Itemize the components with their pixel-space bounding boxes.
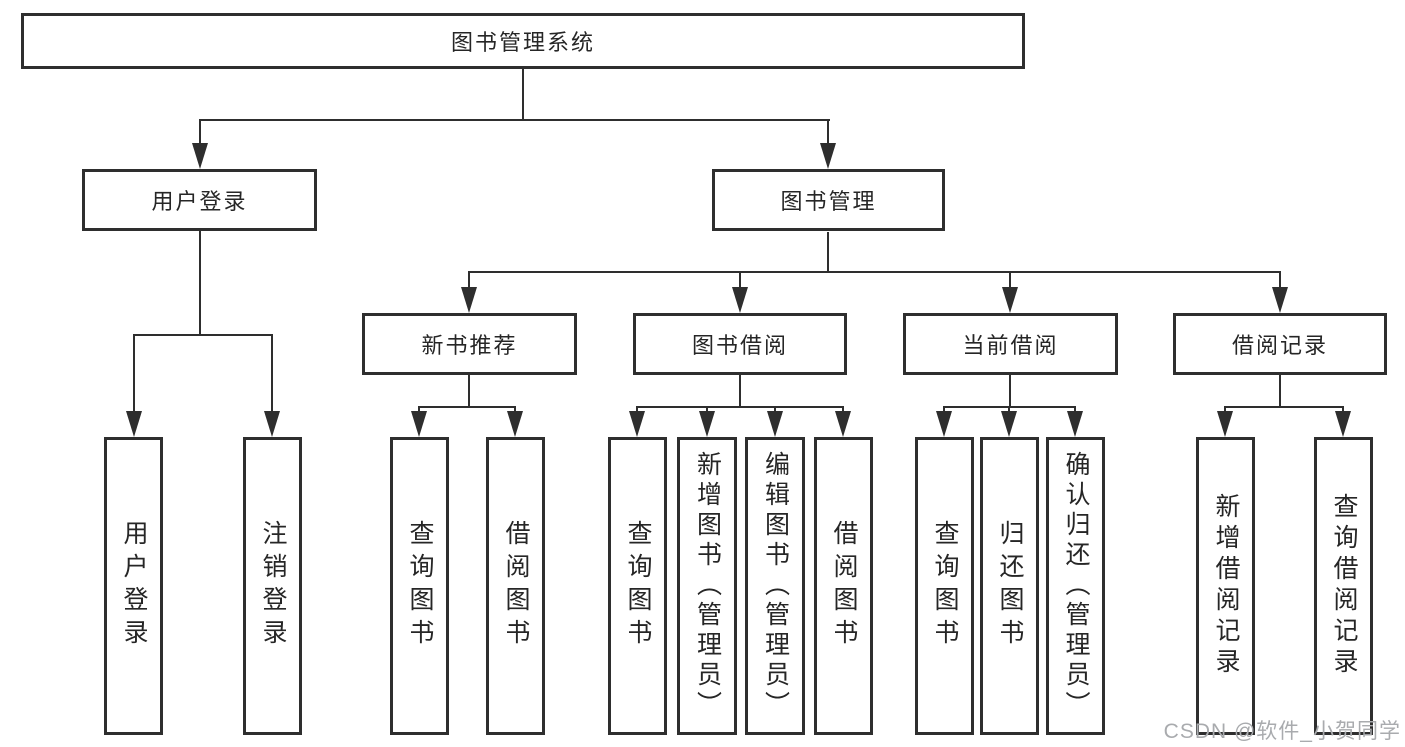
arrow-down-icon xyxy=(264,411,280,437)
arrow-down-icon xyxy=(507,411,523,437)
arrow-down-icon xyxy=(936,411,952,437)
arrow-down-icon xyxy=(1272,287,1288,313)
leaf-label: 确认归还（管理员） xyxy=(1062,451,1090,721)
arrow-down-icon xyxy=(461,287,477,313)
connector-drop xyxy=(842,406,844,413)
node-leaf-query-borrow-record: 查询借阅记录 xyxy=(1314,437,1373,735)
connector-management-stem xyxy=(827,232,829,273)
connector-drop xyxy=(774,406,776,413)
node-borrow-records: 借阅记录 xyxy=(1173,313,1387,375)
node-user-login: 用户登录 xyxy=(82,169,317,231)
arrow-down-icon xyxy=(820,143,836,169)
node-new-book-recommend: 新书推荐 xyxy=(362,313,577,375)
node-leaf-borrow-books-2: 借阅图书 xyxy=(814,437,873,735)
node-leaf-query-books-2: 查询图书 xyxy=(608,437,667,735)
node-leaf-borrow-books-1: 借阅图书 xyxy=(486,437,545,735)
connector-records-spread xyxy=(1224,406,1344,408)
node-borrow-records-label: 借阅记录 xyxy=(1231,333,1328,358)
leaf-label: 新增借阅记录 xyxy=(1212,493,1240,679)
connector-borrow-spread xyxy=(636,406,844,408)
connector-login-spread xyxy=(133,334,273,336)
arrow-down-icon xyxy=(767,411,783,437)
arrow-down-icon xyxy=(1335,411,1351,437)
connector-drop xyxy=(1074,406,1076,413)
leaf-label: 编辑图书（管理员） xyxy=(761,451,790,721)
leaf-label: 归还图书 xyxy=(996,520,1024,652)
connector-drop xyxy=(1279,271,1281,288)
connector-current-stem xyxy=(1009,375,1011,408)
connector-drop xyxy=(468,271,470,288)
connector-drop-login xyxy=(199,119,201,146)
node-current-borrow: 当前借阅 xyxy=(903,313,1118,375)
leaf-label: 借阅图书 xyxy=(830,520,858,652)
connector-drop xyxy=(271,334,273,413)
node-leaf-confirm-return-admin: 确认归还（管理员） xyxy=(1046,437,1105,735)
leaf-label: 注销登录 xyxy=(259,520,287,652)
arrow-down-icon xyxy=(192,143,208,169)
node-leaf-edit-books-admin: 编辑图书（管理员） xyxy=(745,437,805,735)
arrow-down-icon xyxy=(732,287,748,313)
connector-drop xyxy=(1008,406,1010,413)
connector-drop xyxy=(133,334,135,413)
connector-borrow-stem xyxy=(739,375,741,408)
node-leaf-return-books: 归还图书 xyxy=(980,437,1039,735)
leaf-label: 查询图书 xyxy=(406,520,434,652)
arrow-down-icon xyxy=(699,411,715,437)
node-leaf-add-borrow-record: 新增借阅记录 xyxy=(1196,437,1255,735)
connector-recommend-spread xyxy=(418,406,516,408)
connector-recommend-stem xyxy=(468,375,470,408)
leaf-label: 查询图书 xyxy=(931,520,959,652)
csdn-watermark: CSDN @软件_小贺同学 xyxy=(1163,720,1401,743)
node-book-borrow-label: 图书借阅 xyxy=(691,333,788,358)
node-book-borrow: 图书借阅 xyxy=(633,313,847,375)
connector-drop xyxy=(418,406,420,413)
leaf-label: 查询借阅记录 xyxy=(1330,493,1358,679)
connector-drop xyxy=(1224,406,1226,413)
connector-drop xyxy=(1342,406,1344,413)
arrow-down-icon xyxy=(126,411,142,437)
arrow-down-icon xyxy=(1001,411,1017,437)
connector-drop xyxy=(636,406,638,413)
arrow-down-icon xyxy=(1002,287,1018,313)
connector-root-stem xyxy=(522,69,524,120)
node-leaf-query-books-3: 查询图书 xyxy=(915,437,974,735)
arrow-down-icon xyxy=(411,411,427,437)
leaf-label: 用户登录 xyxy=(120,520,148,652)
connector-drop xyxy=(943,406,945,413)
node-leaf-logout: 注销登录 xyxy=(243,437,302,735)
connector-drop xyxy=(739,271,741,288)
node-new-book-recommend-label: 新书推荐 xyxy=(421,333,518,358)
node-leaf-user-login: 用户登录 xyxy=(104,437,163,735)
node-user-login-label: 用户登录 xyxy=(151,189,248,214)
arrow-down-icon xyxy=(835,411,851,437)
leaf-label: 查询图书 xyxy=(624,520,652,652)
arrow-down-icon xyxy=(629,411,645,437)
connector-records-stem xyxy=(1279,375,1281,408)
arrow-down-icon xyxy=(1067,411,1083,437)
node-book-management: 图书管理 xyxy=(712,169,945,231)
connector-drop-management xyxy=(827,119,829,146)
node-leaf-query-books-1: 查询图书 xyxy=(390,437,449,735)
leaf-label: 新增图书（管理员） xyxy=(693,451,722,721)
node-root-system: 图书管理系统 xyxy=(21,13,1025,69)
connector-drop xyxy=(1009,271,1011,288)
connector-management-spread xyxy=(468,271,1281,273)
arrow-down-icon xyxy=(1217,411,1233,437)
connector-drop xyxy=(706,406,708,413)
node-book-management-label: 图书管理 xyxy=(780,189,877,214)
connector-drop xyxy=(514,406,516,413)
connector-login-stem xyxy=(199,230,201,336)
connector-root-spread xyxy=(199,119,830,121)
node-leaf-add-books-admin: 新增图书（管理员） xyxy=(677,437,737,735)
node-root-label: 图书管理系统 xyxy=(450,30,595,55)
node-current-borrow-label: 当前借阅 xyxy=(962,333,1059,358)
leaf-label: 借阅图书 xyxy=(502,520,530,652)
